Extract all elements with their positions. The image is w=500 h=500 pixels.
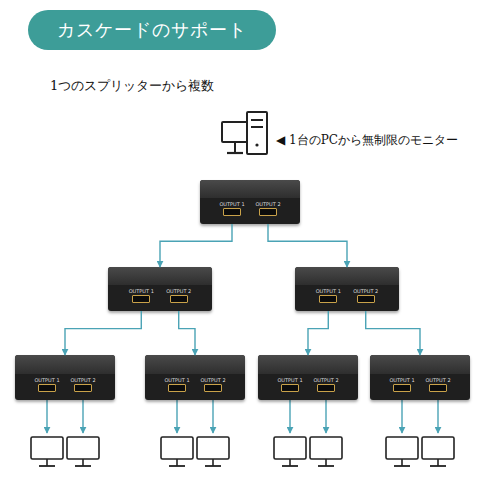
port-label: OUTPUT 1 bbox=[219, 201, 245, 207]
port-label: OUTPUT 1 bbox=[128, 288, 154, 294]
port-socket bbox=[74, 384, 92, 392]
title-banner: カスケードのサポート bbox=[28, 10, 276, 50]
port-label: OUTPUT 1 bbox=[389, 377, 415, 383]
port-socket bbox=[223, 208, 241, 216]
splitter-top-face bbox=[15, 355, 115, 374]
port-socket bbox=[259, 208, 277, 216]
port-label: OUTPUT 2 bbox=[425, 377, 451, 383]
port-socket bbox=[393, 384, 411, 392]
cascade-connector bbox=[366, 311, 420, 355]
port-label: OUTPUT 2 bbox=[166, 288, 192, 294]
splitter-top-face bbox=[295, 267, 399, 285]
monitor-icons bbox=[31, 437, 454, 466]
port-label: OUTPUT 2 bbox=[313, 377, 339, 383]
annotation-text: 1つのスプリッターから複数 bbox=[50, 77, 214, 95]
splitter-top-face bbox=[108, 267, 212, 285]
hdmi-port: OUTPUT 2 bbox=[353, 288, 379, 303]
splitter-box: OUTPUT 1 OUTPUT 2 bbox=[200, 180, 300, 224]
annotation-text: ◀ 1台のPCから無制限のモニター bbox=[276, 132, 458, 149]
port-socket bbox=[319, 295, 337, 303]
port-socket bbox=[429, 384, 447, 392]
hdmi-port: OUTPUT 1 bbox=[389, 377, 415, 392]
splitter-top-face bbox=[370, 355, 470, 374]
pc-icon bbox=[222, 112, 267, 154]
port-label: OUTPUT 1 bbox=[315, 288, 341, 294]
port-socket bbox=[357, 295, 375, 303]
port-label: OUTPUT 1 bbox=[164, 377, 190, 383]
hdmi-port: OUTPUT 2 bbox=[313, 377, 339, 392]
port-label: OUTPUT 1 bbox=[277, 377, 303, 383]
splitter-top-face bbox=[258, 355, 358, 374]
hdmi-port: OUTPUT 1 bbox=[315, 288, 341, 303]
cascade-connector bbox=[179, 311, 195, 355]
port-socket bbox=[132, 295, 150, 303]
port-socket bbox=[38, 384, 56, 392]
hdmi-port: OUTPUT 2 bbox=[166, 288, 192, 303]
hdmi-port: OUTPUT 2 bbox=[200, 377, 226, 392]
port-label: OUTPUT 2 bbox=[200, 377, 226, 383]
port-label: OUTPUT 1 bbox=[34, 377, 60, 383]
port-label: OUTPUT 2 bbox=[70, 377, 96, 383]
hdmi-port: OUTPUT 2 bbox=[425, 377, 451, 392]
port-label: OUTPUT 2 bbox=[255, 201, 281, 207]
port-socket bbox=[170, 295, 188, 303]
splitter-box: OUTPUT 1 OUTPUT 2 bbox=[295, 267, 399, 311]
splitter-box: OUTPUT 1 OUTPUT 2 bbox=[258, 355, 358, 400]
cascade-connector bbox=[65, 311, 141, 355]
port-socket bbox=[204, 384, 222, 392]
cascade-connector bbox=[268, 224, 347, 267]
hdmi-port: OUTPUT 1 bbox=[128, 288, 154, 303]
splitter-box: OUTPUT 1 OUTPUT 2 bbox=[145, 355, 245, 400]
port-socket bbox=[317, 384, 335, 392]
splitter-top-face bbox=[145, 355, 245, 374]
cascade-connector bbox=[160, 224, 232, 267]
splitter-box: OUTPUT 1 OUTPUT 2 bbox=[370, 355, 470, 400]
splitter-box: OUTPUT 1 OUTPUT 2 bbox=[108, 267, 212, 311]
port-label: OUTPUT 2 bbox=[353, 288, 379, 294]
monitor-arrows bbox=[47, 400, 438, 433]
cascade-connector bbox=[308, 311, 328, 355]
hdmi-port: OUTPUT 2 bbox=[70, 377, 96, 392]
hdmi-port: OUTPUT 1 bbox=[219, 201, 245, 216]
hdmi-port: OUTPUT 1 bbox=[277, 377, 303, 392]
hdmi-port: OUTPUT 1 bbox=[164, 377, 190, 392]
splitter-top-face bbox=[200, 180, 300, 198]
port-socket bbox=[168, 384, 186, 392]
hdmi-port: OUTPUT 1 bbox=[34, 377, 60, 392]
splitter-box: OUTPUT 1 OUTPUT 2 bbox=[15, 355, 115, 400]
port-socket bbox=[281, 384, 299, 392]
hdmi-port: OUTPUT 2 bbox=[255, 201, 281, 216]
